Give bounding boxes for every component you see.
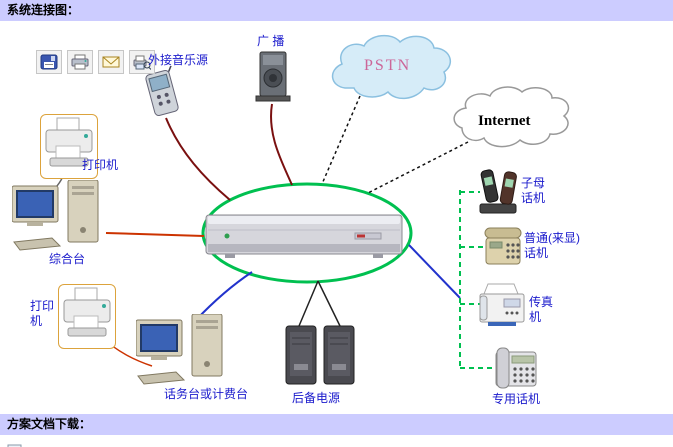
internet-dotted-link <box>367 141 469 194</box>
music-cable <box>165 117 231 201</box>
section-header-bar: 系统连接图： <box>0 0 673 21</box>
music-source-image <box>136 61 188 125</box>
broadcast-label: 广 播 <box>257 34 285 48</box>
broadcast-speaker-image <box>250 48 296 109</box>
operator-label: 话务台或计费台 <box>164 387 249 401</box>
power-cable-left <box>298 280 319 327</box>
cordless-phone-image <box>478 168 518 221</box>
right-trunk-cable <box>408 244 461 299</box>
ordinary-phone-image <box>484 226 522 273</box>
internet-label: Internet <box>478 113 531 129</box>
fax-machine-image <box>478 280 526 335</box>
section-footer-bar: 方案文档下载： <box>0 414 673 435</box>
console-cable <box>105 232 205 237</box>
printer-upper-label: 打印机 <box>82 158 119 172</box>
operator-cable <box>195 271 253 321</box>
printer-lower-label: 打印机 <box>30 299 55 328</box>
printer-lower-image <box>58 284 116 349</box>
download-section-title: 方案文档下载： <box>7 417 92 431</box>
fax-machine-label: 传真机 <box>529 295 554 324</box>
broadcast-cable <box>270 103 293 186</box>
printer-upper-image <box>40 114 98 179</box>
page-title: 系统连接图： <box>7 3 80 17</box>
pbx-device-image <box>205 206 403 267</box>
dedicated-phone-image <box>494 344 538 399</box>
mail-icon[interactable] <box>98 50 124 74</box>
word-doc-icon[interactable] <box>7 439 23 447</box>
toolbar <box>36 50 155 74</box>
backup-power-image <box>284 324 356 393</box>
save-icon[interactable] <box>36 50 62 74</box>
print-icon[interactable] <box>67 50 93 74</box>
dedicated-phone-label: 专用话机 <box>492 392 541 406</box>
console-computer-image <box>11 179 108 257</box>
operator-computer-image <box>135 313 232 391</box>
pstn-dotted-link <box>321 95 361 185</box>
pstn-label: PSTN <box>364 57 412 74</box>
music-source-label: 外接音乐源 <box>148 53 209 67</box>
ordinary-phone-label: 普通(来显)话机 <box>524 231 580 260</box>
power-cable-right <box>317 280 341 327</box>
cordless-phone-label: 子母话机 <box>521 176 546 205</box>
backup-power-label: 后备电源 <box>292 391 341 405</box>
console-label: 综合台 <box>49 252 86 266</box>
print-preview-icon[interactable] <box>129 50 155 74</box>
